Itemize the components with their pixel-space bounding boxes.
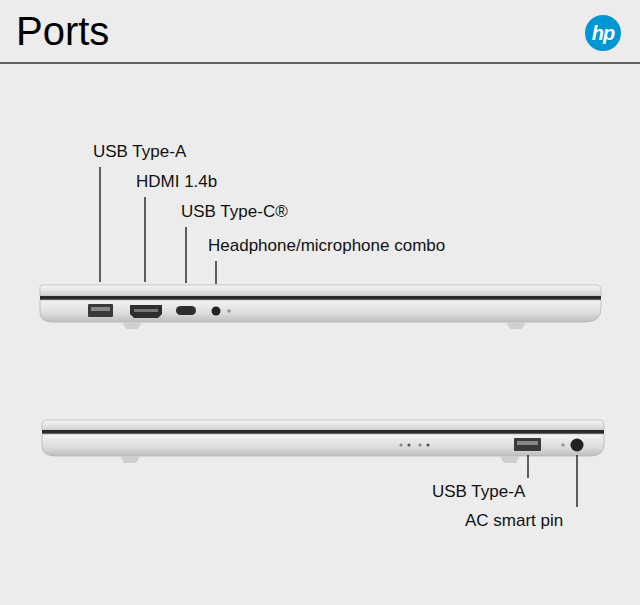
port-label: AC smart pin [465,511,563,531]
port-label: Headphone/microphone combo [208,236,445,256]
laptop-left-side [40,285,601,329]
page-title: Ports [16,8,109,54]
port-label: USB Type-A [93,142,186,162]
port-label: HDMI 1.4b [136,172,217,192]
port-label: USB Type-A [432,482,525,502]
brand-logo: hp [585,21,621,45]
laptop-right-side [42,420,604,463]
port-label: USB Type-C® [181,202,288,222]
logo-circle [585,15,621,51]
leader-lines [528,455,577,507]
header-rule [0,62,640,64]
